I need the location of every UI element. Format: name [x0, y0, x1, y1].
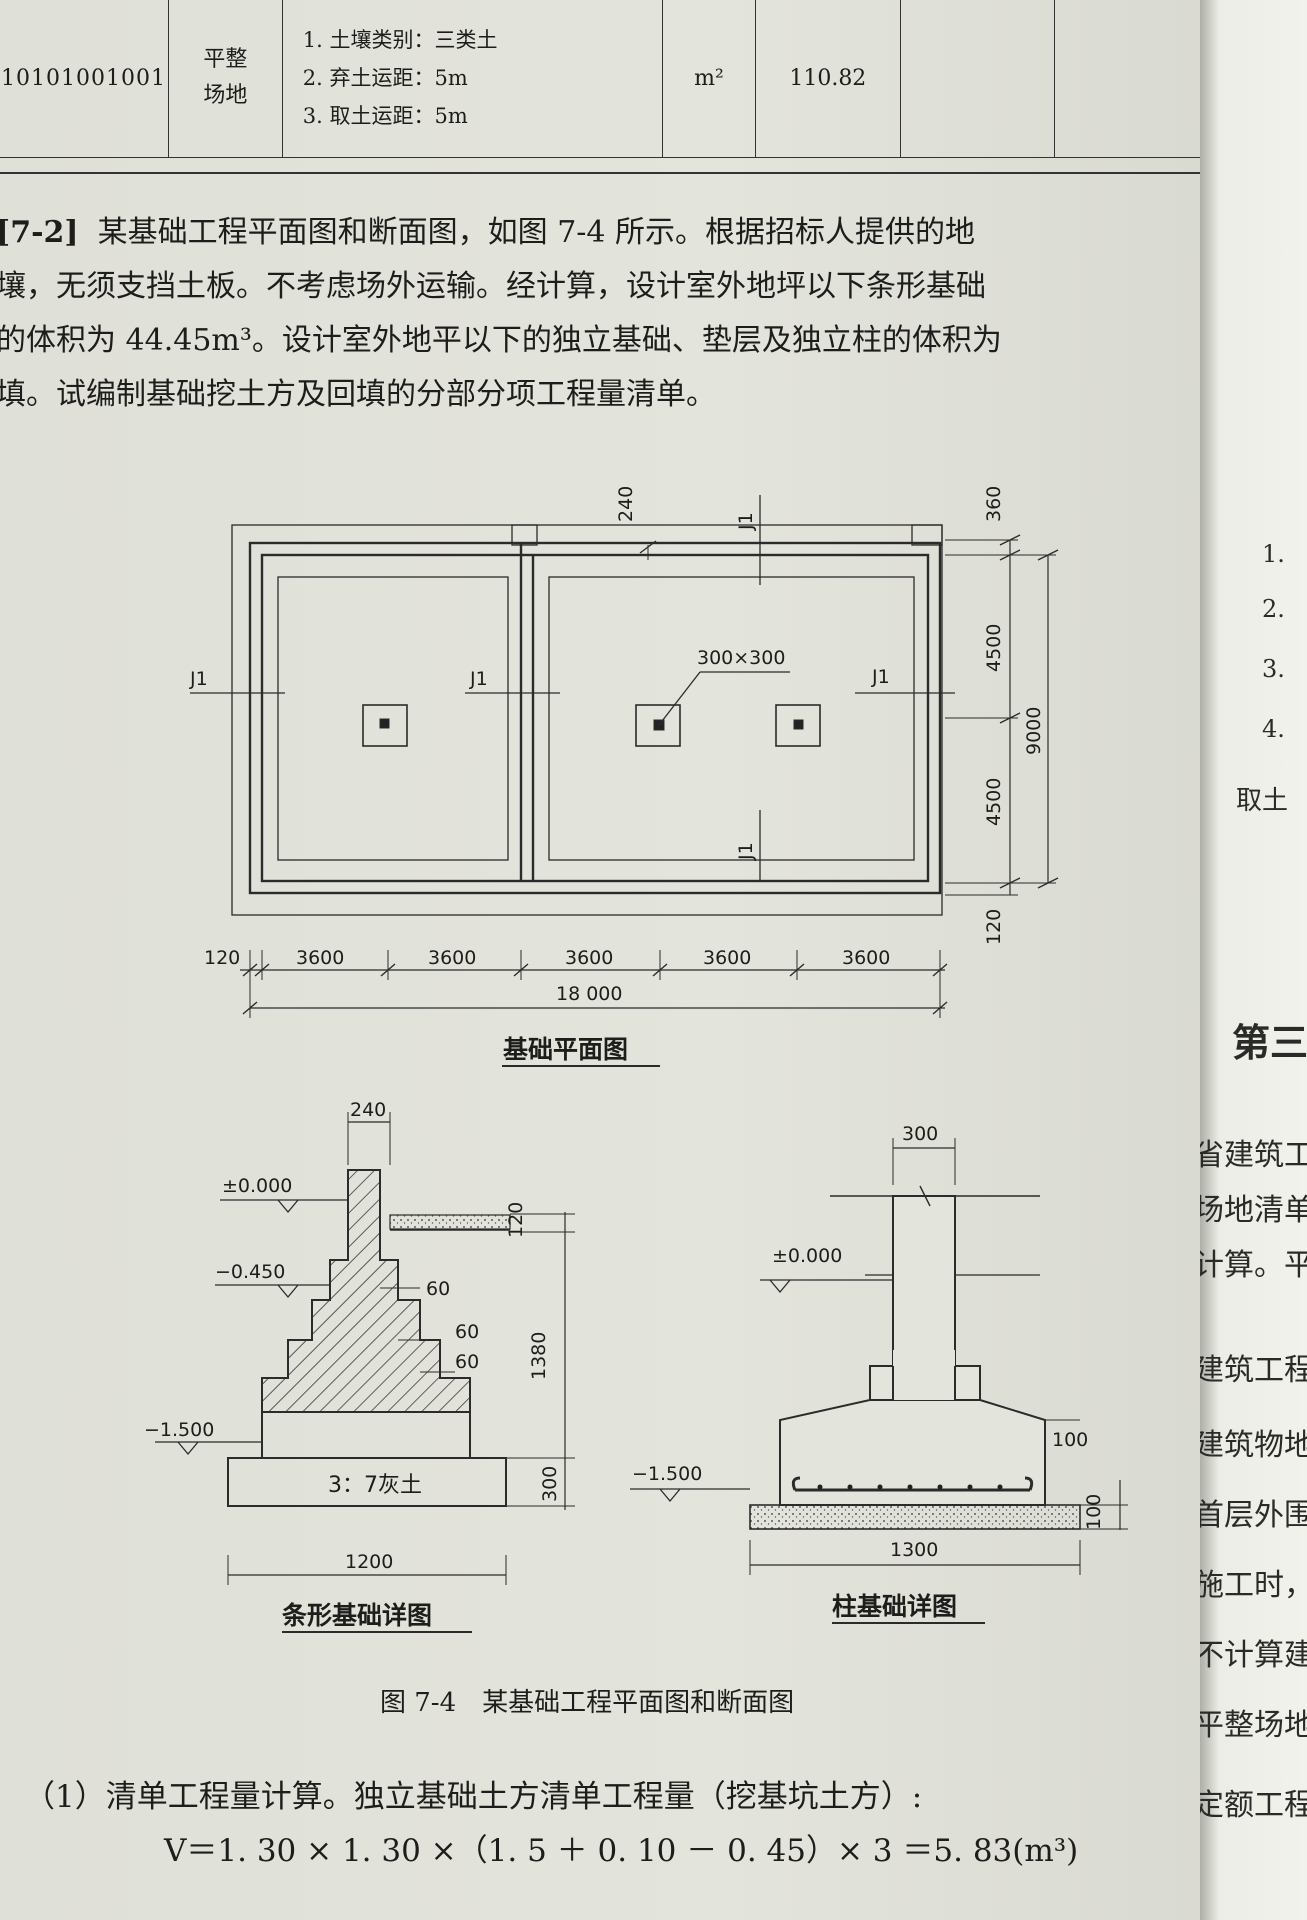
chapter-heading: 第三	[1232, 1020, 1307, 1065]
dim-4500: 4500	[983, 778, 1005, 826]
dim-240: 240	[350, 1099, 386, 1121]
dim-120: 120	[204, 947, 240, 969]
table-bottom-rule	[0, 172, 1210, 174]
dim-120: 120	[505, 1202, 527, 1238]
span-dim: 3600	[565, 947, 613, 969]
item-features: 1. 土壤类别：三类土 2. 弃土运距：5m 3. 取土运距：5m	[281, 0, 663, 158]
foundation-figure: J1 J1 J1 J1 J1 300×300 240 360 4500 4500…	[144, 486, 1128, 1633]
column-labels: 300 ±0.000 −1.500 100 100 1300 柱基础详图	[632, 1123, 1105, 1621]
column-title: 柱基础详图	[832, 1592, 957, 1621]
span-dim: 3600	[703, 947, 751, 969]
level-000: ±0.000	[772, 1245, 842, 1267]
plan-title: 基础平面图	[503, 1035, 628, 1064]
dim-300: 300	[539, 1466, 561, 1502]
dim-120: 120	[983, 909, 1005, 945]
problem-paragraph: [7-2] 某基础工程平面图和断面图，如图 7-4 所示。根据招标人提供的地 壤…	[0, 206, 1210, 422]
strip-footing-detail	[155, 1112, 575, 1633]
j1-label: J1	[871, 666, 890, 688]
figure-caption: 图 7-4 某基础工程平面图和断面图	[380, 1688, 795, 1718]
span-dim: 3600	[428, 947, 476, 969]
width-1300: 1300	[890, 1539, 938, 1561]
item-code: 10101001001	[0, 0, 170, 158]
item-quantity: 110.82	[755, 0, 901, 158]
column-footing-detail	[630, 1138, 1128, 1624]
empty-cell	[1054, 0, 1210, 158]
empty-cell	[899, 0, 1056, 158]
level-15: −1.500	[144, 1419, 214, 1441]
span-dim: 3600	[296, 947, 344, 969]
dim-360: 360	[983, 486, 1005, 522]
total-dim: 18 000	[556, 983, 622, 1005]
plan-labels: J1 J1 J1 J1 J1 300×300 240 360 4500 4500…	[189, 486, 1045, 1064]
left-page: 10101001001 平整 场地 1. 土壤类别：三类土 2. 弃土运距：5m…	[0, 0, 1210, 1920]
strip-labels: 240 ±0.000 −0.450 −1.500 120 1380 300 60…	[144, 1099, 561, 1630]
dim-60: 60	[455, 1321, 479, 1343]
calculation: （1）清单工程量计算。独立基础土方清单工程量（挖基坑土方）: V＝1. 30 ×…	[24, 1779, 1079, 1869]
j1-label: J1	[735, 842, 757, 861]
right-page-edge: 1. 2. 3. 4. 取土 第三 省建筑工程 场地清单项目 计算。平整 建筑工…	[1200, 0, 1307, 1920]
strip-title: 条形基础详图	[282, 1601, 432, 1630]
level-000: ±0.000	[222, 1175, 292, 1197]
dim-100: 100	[1083, 1494, 1105, 1530]
dim-240: 240	[615, 486, 637, 522]
dim-60: 60	[426, 1278, 450, 1300]
j1-label: J1	[735, 512, 757, 531]
dim-60: 60	[455, 1351, 479, 1373]
level-15: −1.500	[632, 1463, 702, 1485]
j1-label: J1	[469, 668, 488, 690]
column-size-label: 300×300	[697, 647, 785, 669]
foundation-plan	[190, 495, 1059, 1067]
level-045: −0.450	[215, 1261, 285, 1283]
j1-label: J1	[189, 668, 208, 690]
dim-300: 300	[902, 1123, 938, 1145]
problem-label: [7-2]	[0, 215, 79, 250]
dim-1380: 1380	[528, 1332, 550, 1380]
dim-9000: 9000	[1023, 707, 1045, 755]
item-name: 平整 场地	[168, 0, 283, 158]
table-row: 10101001001 平整 场地 1. 土壤类别：三类土 2. 弃土运距：5m…	[0, 0, 1210, 158]
bill-table: 10101001001 平整 场地 1. 土壤类别：三类土 2. 弃土运距：5m…	[0, 0, 1210, 158]
item-unit: m²	[661, 0, 757, 158]
dim-4500: 4500	[983, 624, 1005, 672]
span-dim: 3600	[842, 947, 890, 969]
dim-100: 100	[1052, 1429, 1088, 1451]
width-1200: 1200	[345, 1551, 393, 1573]
lime-soil-label: 3：7灰土	[328, 1473, 422, 1498]
